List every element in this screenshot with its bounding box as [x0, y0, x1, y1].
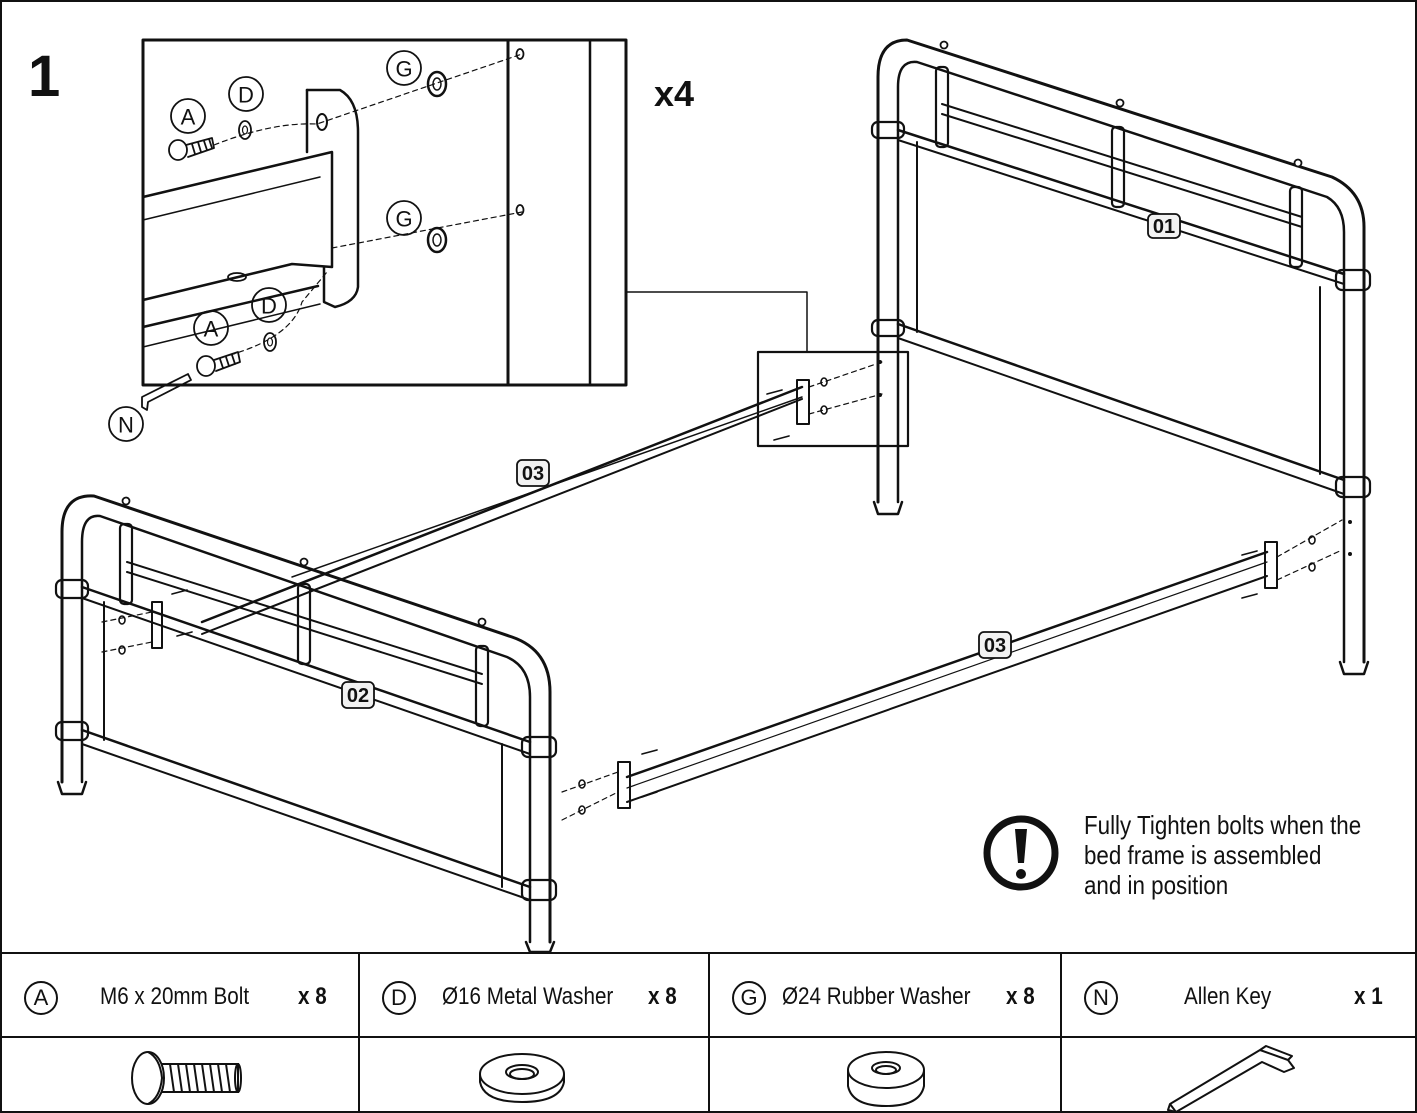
part-metal-washer: D Ø16 Metal Washer x 8 — [360, 954, 710, 1111]
part-name: Ø16 Metal Washer — [442, 983, 614, 1010]
allen-key-inset — [108, 373, 192, 442]
callout-g-bottom: G — [395, 207, 412, 232]
headboard — [870, 38, 1372, 676]
rubber-washer-icon — [847, 1051, 925, 1108]
part-label-rail-right: 03 — [984, 635, 1006, 657]
metal-washer-icon — [479, 1053, 565, 1104]
allen-key-icon — [1167, 1045, 1295, 1111]
part-header: G Ø24 Rubber Washer x 8 — [710, 954, 1060, 1038]
part-name: M6 x 20mm Bolt — [100, 983, 250, 1010]
footboard — [54, 494, 558, 952]
detail-inset — [141, 38, 808, 387]
part-label-footboard: 02 — [347, 685, 369, 707]
side-rail-right — [617, 541, 1278, 809]
callout-a-top: A — [181, 105, 196, 130]
tighten-note-text: Fully Tighten bolts when the bed frame i… — [1084, 810, 1362, 900]
callout-g-top: G — [395, 57, 412, 82]
part-qty: x 1 — [1354, 983, 1383, 1010]
part-qty: x 8 — [1006, 983, 1035, 1010]
quantity-multiplier: x4 — [654, 73, 695, 114]
bed-frame-assembly-diagram: A D G G A D N 01 02 03 03 — [54, 38, 1372, 952]
side-rail-left — [151, 379, 810, 649]
part-bolt: A M6 x 20mm Bolt x 8 — [2, 954, 360, 1111]
part-qty: x 8 — [648, 983, 677, 1010]
parts-table: A M6 x 20mm Bolt x 8 D Ø16 Metal Washer … — [2, 952, 1415, 1111]
part-letter: A — [24, 981, 58, 1015]
part-letter: D — [382, 981, 416, 1015]
part-label-rail-left: 03 — [522, 463, 544, 485]
tighten-note: Fully Tighten bolts when the bed frame i… — [980, 810, 1410, 900]
callout-n: N — [118, 413, 134, 438]
part-header: N Allen Key x 1 — [1062, 954, 1415, 1038]
part-label-headboard: 01 — [1153, 216, 1175, 238]
part-name: Ø24 Rubber Washer — [782, 983, 971, 1010]
exclamation-icon — [983, 815, 1059, 891]
part-letter: G — [732, 981, 766, 1015]
part-header: D Ø16 Metal Washer x 8 — [360, 954, 708, 1038]
part-rubber-washer: G Ø24 Rubber Washer x 8 — [710, 954, 1062, 1111]
bolt-a-top — [168, 137, 215, 161]
step-number: 1 — [28, 44, 61, 109]
callout-d-top: D — [238, 83, 254, 108]
part-header: A M6 x 20mm Bolt x 8 — [2, 954, 358, 1038]
part-allen-key: N Allen Key x 1 — [1062, 954, 1415, 1111]
callout-d-bottom: D — [261, 294, 277, 319]
bolt-icon — [131, 1051, 242, 1105]
part-letter: N — [1084, 981, 1118, 1015]
callout-a-bottom: A — [204, 317, 219, 342]
part-qty: x 8 — [298, 983, 327, 1010]
part-name: Allen Key — [1184, 983, 1272, 1010]
bolt-a-bottom — [196, 351, 241, 377]
